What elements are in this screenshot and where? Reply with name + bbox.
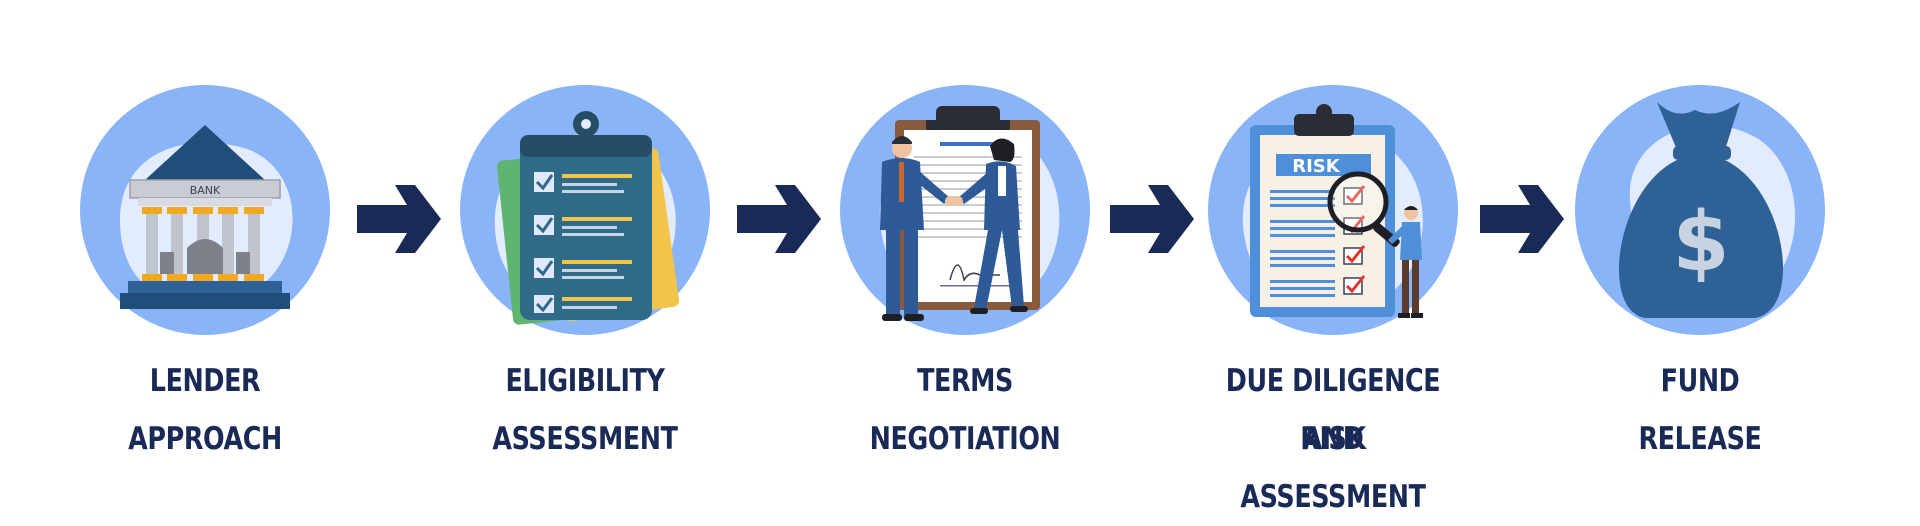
step-due-diligence: RISK	[1183, 80, 1483, 515]
risk-sign-text: RISK	[1292, 156, 1341, 177]
step-label: ELIGIBILITY ASSESSMENT	[462, 352, 708, 468]
step-label-line2: RISK ASSESSMENT	[1240, 421, 1426, 515]
step-label-line2: NEGOTIATION	[869, 421, 1061, 457]
bank-icon: BANK	[80, 85, 330, 335]
step-fund-release: $ FUND RELEASE	[1550, 80, 1850, 480]
arrow-right-icon	[737, 185, 821, 253]
step-label-line1: FUND	[1660, 363, 1740, 399]
step-label-line2: RELEASE	[1638, 421, 1762, 457]
step-lender-approach: BANK	[55, 80, 355, 480]
handshake-icon	[840, 85, 1090, 335]
step-label-line2: ASSESSMENT	[492, 421, 678, 457]
clipboard-checklist-icon	[460, 85, 710, 335]
bank-sign-text: BANK	[190, 184, 221, 197]
arrow-right-icon	[357, 185, 441, 253]
risk-clipboard-icon: RISK	[1208, 85, 1458, 335]
step-terms-negotiation: TERMS NEGOTIATION	[815, 80, 1115, 480]
step-label-line1: ELIGIBILITY	[505, 363, 665, 399]
step-label: TERMS NEGOTIATION	[842, 352, 1088, 468]
money-bag-icon: $	[1575, 85, 1825, 335]
step-label: FUND RELEASE	[1577, 352, 1823, 468]
step-label-line1: DUE DILIGENCE AND	[1225, 363, 1441, 457]
arrow-right-icon	[1110, 185, 1194, 253]
dollar-sign-text: $	[1672, 195, 1729, 290]
step-label-line2: APPROACH	[128, 421, 282, 457]
step-label-line1: LENDER	[149, 363, 261, 399]
step-label: LENDER APPROACH	[82, 352, 328, 468]
step-label: DUE DILIGENCE AND RISK ASSESSMENT	[1210, 352, 1456, 515]
arrow-right-icon	[1480, 185, 1564, 253]
step-label-line1: TERMS	[917, 363, 1013, 399]
step-eligibility-assessment: ELIGIBILITY ASSESSMENT	[435, 80, 735, 480]
